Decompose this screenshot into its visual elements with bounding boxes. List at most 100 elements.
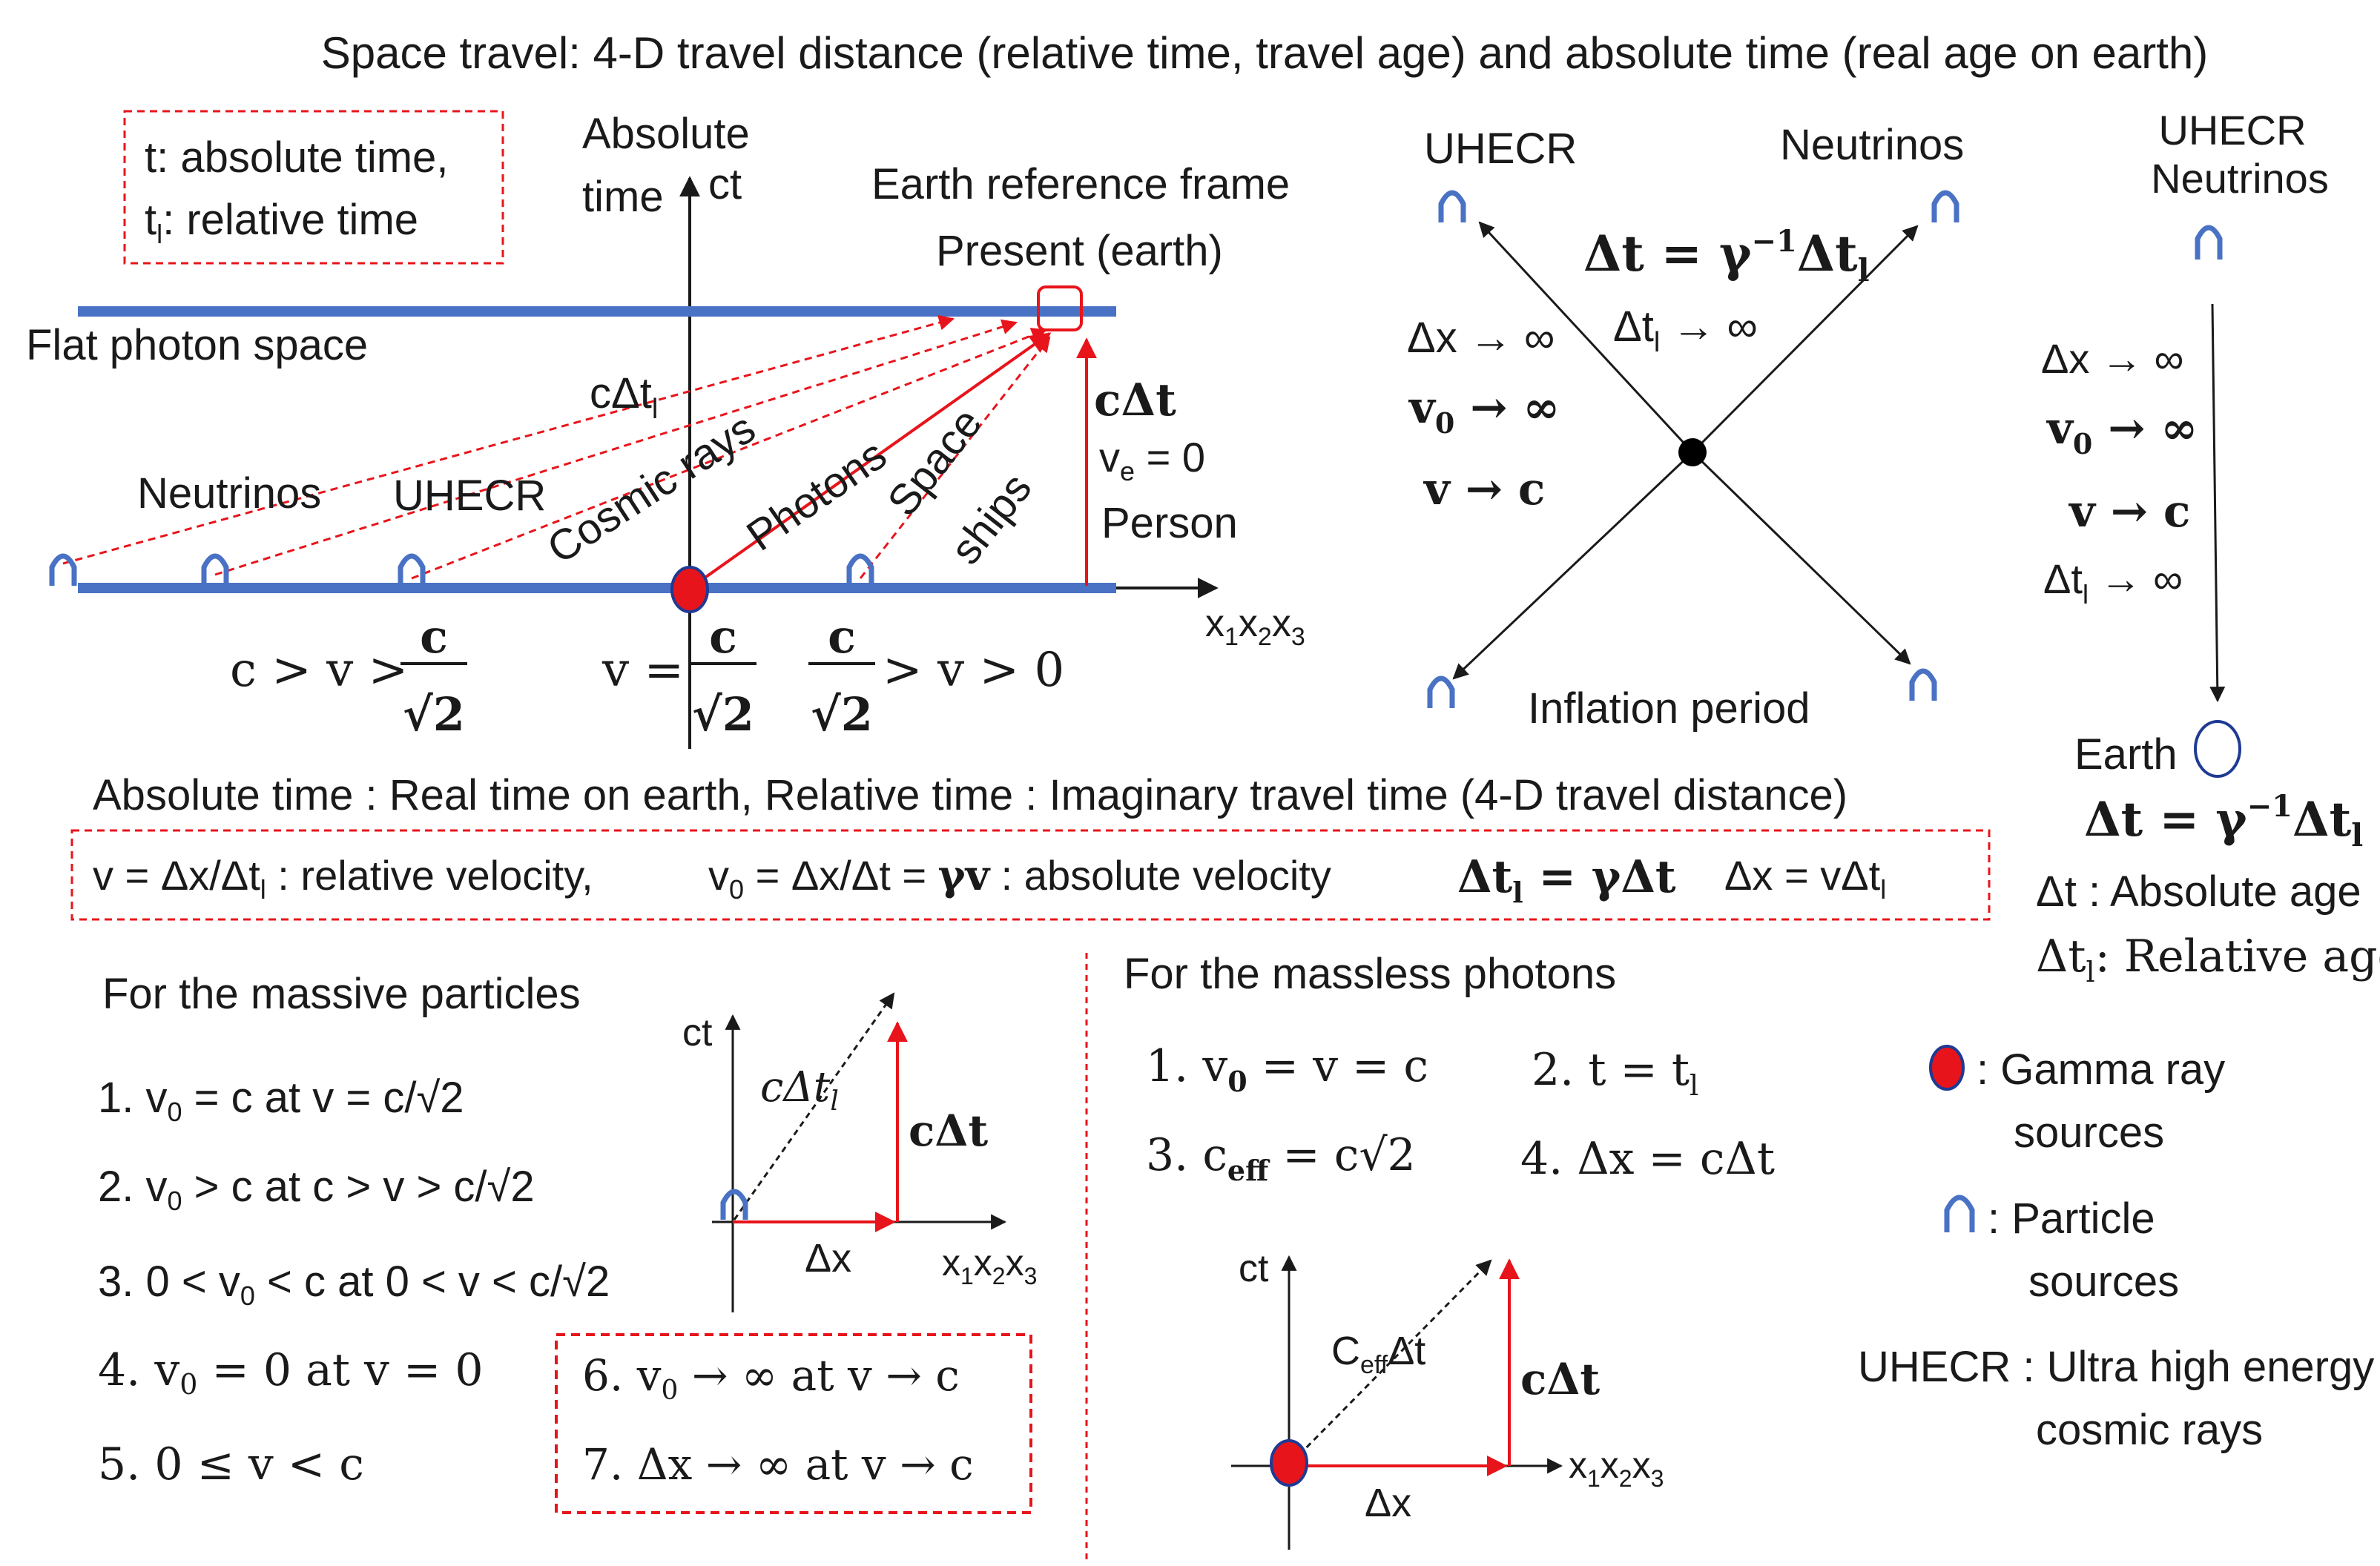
gamma-ray-source-icon bbox=[1270, 1439, 1308, 1487]
c-delta-tl-label: cΔtl bbox=[590, 369, 658, 425]
cross-arrow-ur bbox=[1691, 225, 1919, 454]
axis-label-absolute: Absolute bbox=[582, 110, 750, 158]
ships-label: ships bbox=[941, 464, 1041, 573]
right-v: v → c bbox=[2068, 486, 2190, 538]
particle-source-icon bbox=[1438, 190, 1466, 222]
ineq2-den: √2 bbox=[692, 687, 754, 741]
axis-label-time: time bbox=[582, 173, 664, 221]
particle-source-icon bbox=[1944, 1195, 1975, 1232]
key-gamma-line2: sources bbox=[2014, 1109, 2164, 1157]
particle-source-icon bbox=[201, 553, 229, 586]
right-down-arrow bbox=[2209, 303, 2226, 703]
right-neutrinos-label: Neutrinos bbox=[2151, 155, 2329, 202]
massive-item1: 1. v0 = c at v = c/√2 bbox=[98, 1074, 464, 1127]
inflation-label: Inflation period bbox=[1528, 684, 1810, 733]
massive-item2: 2. v0 > c at c > v > c/√2 bbox=[98, 1163, 535, 1216]
massless-diag-hyp-arrow bbox=[1290, 1259, 1492, 1464]
earth-label: Earth bbox=[2074, 730, 2178, 779]
relative-velocity-text: v = Δx/Δtl : relative velocity, bbox=[93, 852, 593, 905]
key-particle-line1: : Particle bbox=[1988, 1195, 2155, 1243]
key-gamma-line1: : Gamma ray bbox=[1977, 1045, 2225, 1094]
massless-diag-dx: Δx bbox=[1365, 1481, 1411, 1525]
ve-label: ve = 0 bbox=[1099, 434, 1205, 486]
x-axis-label: x1x2x3 bbox=[1205, 602, 1305, 651]
cross-uhecr-label: UHECR bbox=[1424, 125, 1577, 173]
ineq2-num: c bbox=[709, 609, 737, 664]
earth-icon bbox=[2194, 720, 2241, 778]
particle-source-icon bbox=[1909, 668, 1937, 701]
spaceship-ray bbox=[859, 336, 1051, 579]
massless-diag-x-label: x1x2x3 bbox=[1569, 1444, 1664, 1492]
key-particle-line2: sources bbox=[2028, 1258, 2179, 1306]
photons-label: Photons bbox=[738, 430, 895, 560]
massless-heading: For the massless photons bbox=[1124, 950, 1616, 998]
cross-dx: Δx → ∞ bbox=[1407, 314, 1555, 362]
c-delta-t-label: cΔt bbox=[1094, 374, 1176, 426]
cosmic-rays-label: Cosmic rays bbox=[539, 404, 764, 573]
dx-vdtl-text: Δx = vΔtl bbox=[1724, 852, 1886, 905]
legend-box bbox=[123, 110, 504, 265]
neutrino-ray bbox=[62, 314, 955, 565]
right-formula: Δt = γ−1Δtl bbox=[2084, 789, 2363, 853]
particle-source-icon bbox=[1427, 675, 1455, 708]
gamma-ray-source-icon bbox=[1929, 1045, 1965, 1091]
cross-arrow-ll bbox=[1452, 451, 1694, 680]
massless-item1: 1. v0 = v = c bbox=[1146, 1040, 1428, 1098]
key-uhecr-line2: cosmic rays bbox=[2036, 1406, 2263, 1454]
dtl-gamma-text: Δtl = γΔt bbox=[1457, 851, 1676, 909]
massless-item3: 3. ceff = c√2 bbox=[1146, 1129, 1416, 1187]
massive-item5: 5. 0 ≤ v < c bbox=[98, 1438, 364, 1490]
uhecr-label: UHECR bbox=[393, 472, 546, 520]
ineq3-right: > v > 0 bbox=[883, 643, 1064, 698]
legend-line2: tl: relative time bbox=[145, 196, 418, 249]
cross-v0: v0 → ∞ bbox=[1408, 382, 1560, 440]
cross-arrow-lr bbox=[1691, 451, 1911, 665]
ineq3-num: c bbox=[828, 609, 856, 664]
cross-dtl: Δtl → ∞ bbox=[1613, 303, 1758, 358]
right-uhecr-label: UHECR bbox=[2158, 107, 2306, 153]
cross-neutrinos-label: Neutrinos bbox=[1780, 121, 1964, 169]
massless-item4: 4. Δx = cΔt bbox=[1520, 1133, 1775, 1185]
massive-item6: 6. v0 → ∞ at v → c bbox=[582, 1350, 960, 1406]
massive-diag-x-label: x1x2x3 bbox=[942, 1242, 1037, 1289]
cross-formula: Δt = γ−1Δtl bbox=[1583, 224, 1870, 288]
massless-diag-hyp: CeffΔt bbox=[1331, 1329, 1425, 1379]
axis-label-ct: ct bbox=[708, 160, 742, 208]
right-dx: Δx → ∞ bbox=[2041, 335, 2183, 382]
earth-frame-label: Earth reference frame bbox=[871, 160, 1290, 208]
massive-diag-ct: ct bbox=[682, 1011, 713, 1054]
title: Space travel: 4-D travel distance (relat… bbox=[321, 28, 2209, 78]
massive-item3: 3. 0 < v0 < c at 0 < v < c/√2 bbox=[98, 1258, 610, 1311]
uhecr-ray-b bbox=[411, 328, 1047, 580]
flat-photon-space-label: Flat photon space bbox=[26, 321, 368, 369]
present-label: Present (earth) bbox=[936, 227, 1223, 275]
particle-source-icon bbox=[720, 1189, 748, 1220]
present-marker bbox=[1037, 285, 1083, 331]
ineq1-left: c > v > bbox=[230, 643, 408, 698]
photon-ray bbox=[692, 332, 1052, 587]
cross-center-dot bbox=[1678, 438, 1707, 466]
particle-source-icon bbox=[398, 553, 426, 586]
key-uhecr-line1: UHECR : Ultra high energy bbox=[1858, 1343, 2374, 1391]
legend-line1: t: absolute time, bbox=[145, 133, 448, 182]
velocity-box bbox=[70, 829, 1991, 921]
massless-diag-vert: cΔt bbox=[1520, 1354, 1600, 1404]
absolute-velocity-text: v0 = Δx/Δt = γv : absolute velocity bbox=[708, 851, 1331, 905]
uhecr-ray-a bbox=[214, 319, 1018, 576]
limits-box bbox=[555, 1333, 1032, 1514]
massless-item2: 2. t = tl bbox=[1532, 1044, 1698, 1102]
definitions-text: Absolute time : Real time on earth, Rela… bbox=[93, 771, 1847, 819]
massive-diag-dx: Δx bbox=[805, 1236, 851, 1281]
massless-diag-ct: ct bbox=[1239, 1247, 1269, 1290]
cross-v: v → c bbox=[1423, 463, 1545, 515]
right-dtl: Δtl → ∞ bbox=[2043, 555, 2183, 609]
massive-item4: 4. v0 = 0 at v = 0 bbox=[98, 1344, 484, 1401]
massive-diag-hyp: cΔtl bbox=[760, 1063, 839, 1117]
ineq3-den: √2 bbox=[811, 687, 873, 741]
ineq1-den: √2 bbox=[403, 687, 465, 741]
particle-source-icon bbox=[846, 553, 874, 586]
gamma-ray-source-icon bbox=[670, 566, 709, 613]
massive-heading: For the massive particles bbox=[102, 970, 581, 1018]
ineq1-num: c bbox=[420, 609, 448, 664]
